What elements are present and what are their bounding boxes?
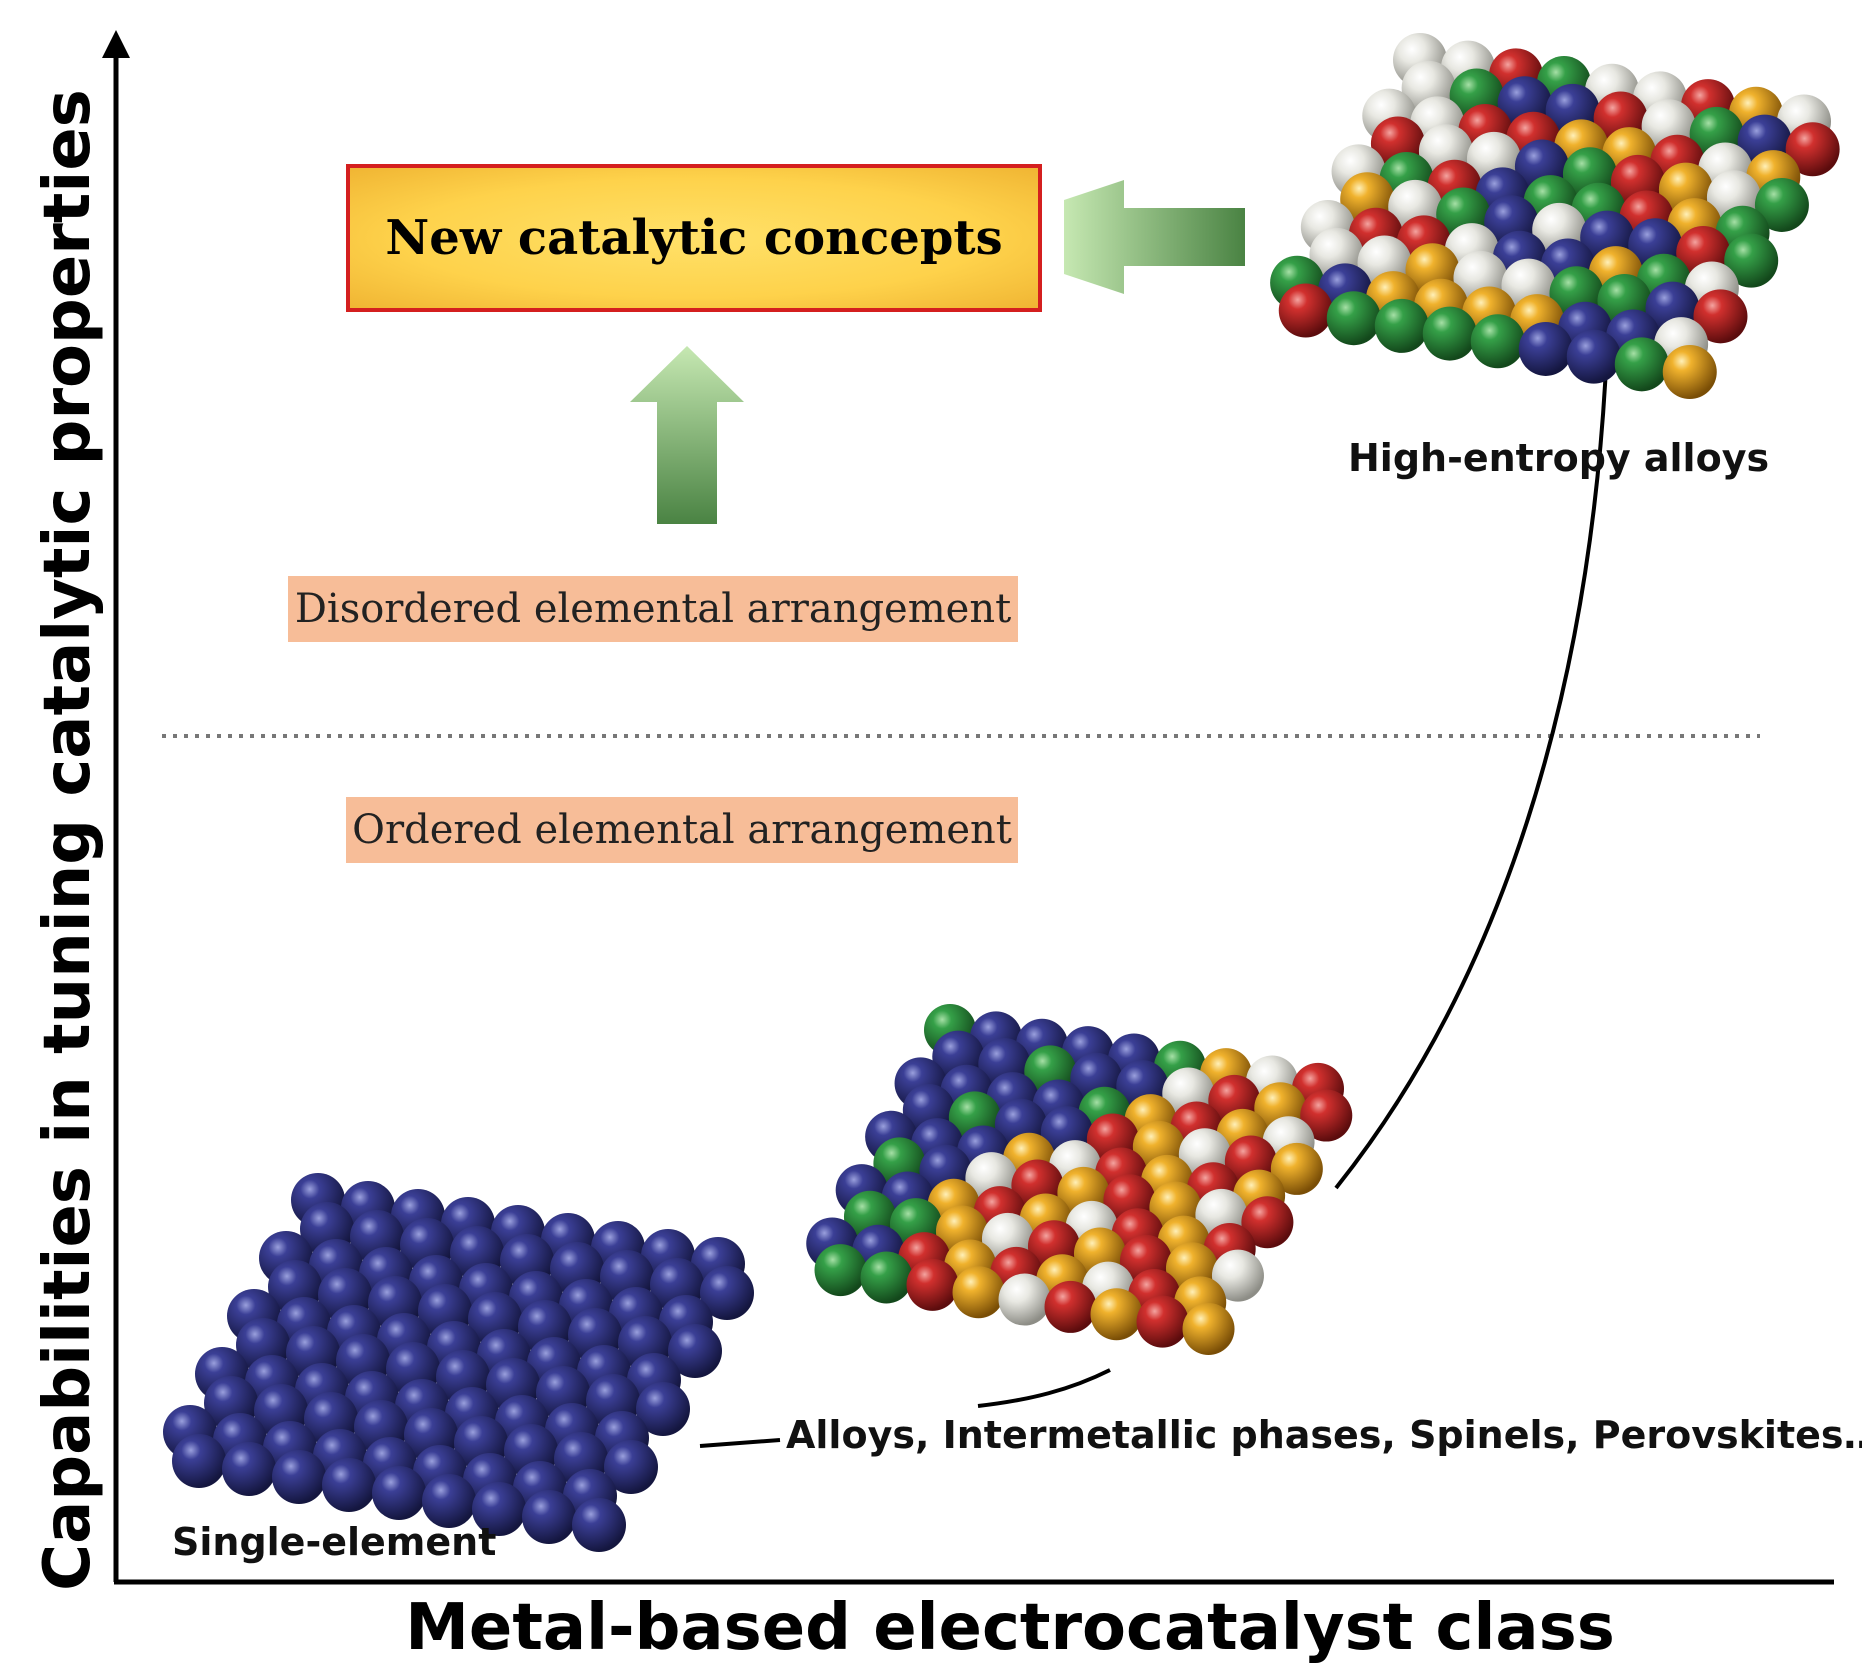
band-ordered-label: Ordered elemental arrangement — [352, 807, 1012, 853]
atom-sphere-navy — [422, 1474, 476, 1528]
atom-sphere-green — [1614, 337, 1669, 392]
atom-sphere-navy — [272, 1450, 326, 1504]
atom-sphere-red — [1278, 283, 1333, 338]
arrow-left-shape — [1064, 182, 1245, 292]
atom-sphere-green — [1724, 233, 1779, 288]
atom-sphere-navy — [700, 1266, 754, 1320]
atom-sphere-gold — [1270, 1142, 1323, 1195]
connector-line-to-alloys — [977, 1368, 1111, 1408]
atom-sphere-navy — [1518, 321, 1573, 376]
atom-sphere-green — [1326, 291, 1381, 346]
cluster-alloys — [806, 1004, 1353, 1355]
atom-sphere-white — [1211, 1249, 1264, 1302]
band-ordered: Ordered elemental arrangement — [346, 797, 1018, 863]
atom-sphere-navy — [222, 1442, 276, 1496]
atom-sphere-green — [814, 1244, 867, 1297]
atom-sphere-red — [1693, 289, 1748, 344]
cluster-single-element — [163, 1173, 754, 1552]
connector-line-single-element — [699, 1438, 781, 1448]
atom-sphere-white — [998, 1273, 1051, 1326]
atom-sphere-gold — [1090, 1288, 1143, 1341]
atom-sphere-red — [1300, 1089, 1353, 1142]
axes — [102, 30, 1834, 1585]
band-disordered-label: Disordered elemental arrangement — [294, 586, 1012, 632]
atom-sphere-navy — [522, 1490, 576, 1544]
atom-sphere-navy — [636, 1382, 690, 1436]
atom-sphere-navy — [172, 1434, 226, 1488]
y-axis-label: Capabilities in tuning catalytic propert… — [31, 89, 105, 1591]
atom-sphere-navy — [472, 1482, 526, 1536]
atom-sphere-navy — [322, 1458, 376, 1512]
atom-sphere-red — [1044, 1280, 1097, 1333]
atom-sphere-navy — [372, 1466, 426, 1520]
band-disordered: Disordered elemental arrangement — [288, 576, 1018, 642]
atom-sphere-navy — [604, 1440, 658, 1494]
atom-sphere-gold — [952, 1266, 1005, 1319]
atom-sphere-red — [906, 1258, 959, 1311]
y-axis-arrowhead — [102, 30, 130, 58]
arrow-up-icon — [630, 346, 744, 524]
cluster-high-entropy — [1270, 33, 1840, 399]
atom-sphere-red — [1785, 122, 1840, 177]
atom-sphere-green — [1754, 177, 1809, 232]
atom-sphere-green — [1422, 306, 1477, 361]
atom-sphere-red — [1241, 1196, 1294, 1249]
callout-single-element: Single-element — [172, 1520, 497, 1564]
callout-alloys: Alloys, Intermetallic phases, Spinels, P… — [786, 1413, 1862, 1457]
atom-sphere-navy — [668, 1324, 722, 1378]
atom-sphere-gold — [1182, 1303, 1235, 1355]
x-axis-label: Metal-based electrocatalyst class — [405, 1591, 1615, 1665]
callout-high-entropy: High-entropy alloys — [1348, 436, 1770, 480]
connector-curve-to-hea — [1334, 367, 1608, 1190]
atom-sphere-gold — [1662, 345, 1717, 399]
atom-sphere-red — [1136, 1295, 1189, 1348]
atom-sphere-navy — [572, 1498, 626, 1552]
atom-sphere-green — [1374, 298, 1429, 353]
atom-sphere-navy — [1566, 329, 1621, 384]
atom-sphere-green — [860, 1251, 913, 1304]
new-concepts-box: New catalytic concepts — [346, 164, 1042, 312]
atom-sphere-green — [1470, 314, 1525, 369]
new-concepts-label: New catalytic concepts — [385, 210, 1003, 266]
